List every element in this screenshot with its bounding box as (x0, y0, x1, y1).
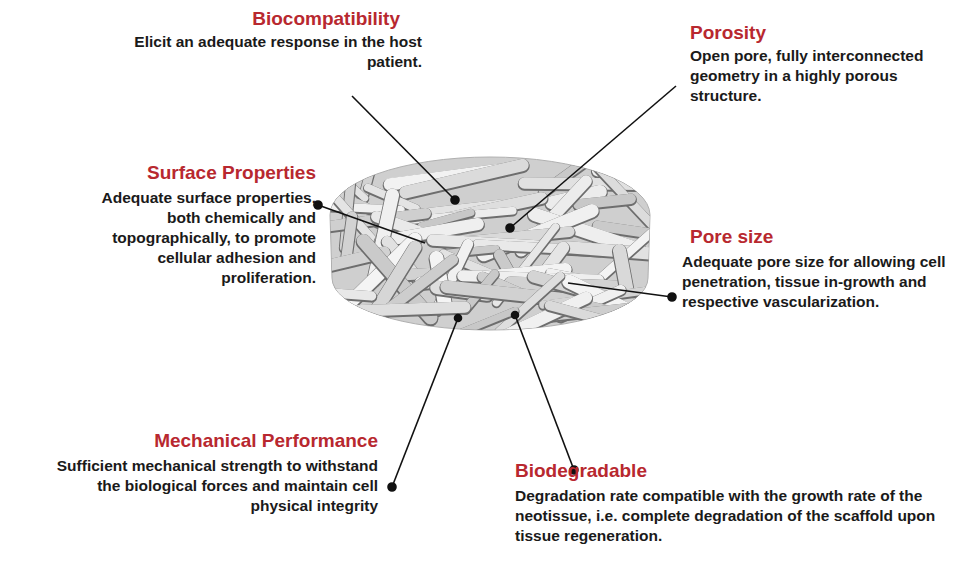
callout-heading: Pore size (690, 226, 950, 248)
callout-heading: Biodegradable (515, 460, 935, 482)
fiber (365, 260, 452, 328)
callout-heading: Porosity (690, 22, 950, 44)
callout-heading: Surface Properties (40, 162, 316, 184)
callout-text: Elicit an adequate response in the host … (110, 32, 422, 72)
callout-text: Degradation rate compatible with the gro… (515, 486, 945, 546)
scaffold-fibers (287, 140, 684, 347)
fiber (598, 158, 635, 172)
callout-heading: Biocompatibility (120, 8, 400, 30)
fiber (453, 310, 515, 336)
fiber (318, 292, 372, 297)
callout-text: Adequate surface properties, both chemic… (86, 188, 316, 288)
fiber (406, 165, 523, 193)
callout-heading: Mechanical Performance (60, 430, 378, 452)
fiber (323, 277, 358, 347)
callout-text: Adequate pore size for allowing cell pen… (682, 252, 960, 312)
fiber (579, 199, 631, 206)
scaffold-body (330, 157, 650, 330)
callout-text: Sufficient mechanical strength to withst… (40, 456, 378, 516)
callout-text: Open pore, fully interconnected geometry… (690, 46, 930, 106)
fiber (550, 305, 644, 331)
fiber (355, 307, 465, 312)
